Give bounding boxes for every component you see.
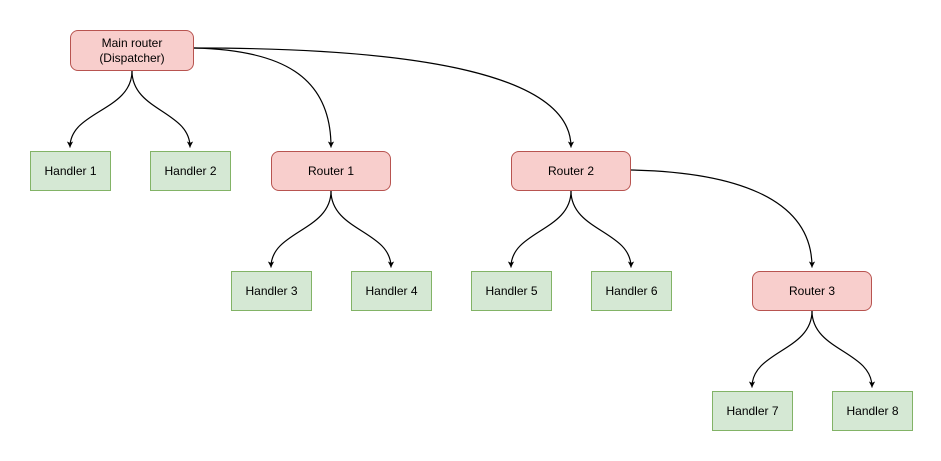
- node-label-router-2: Router 2: [547, 163, 595, 178]
- node-handler-3[interactable]: Handler 3: [231, 271, 312, 311]
- node-handler-2[interactable]: Handler 2: [150, 151, 231, 191]
- edge-router-3-to-handler-8: [811, 310, 876, 388]
- node-handler-6[interactable]: Handler 6: [591, 271, 672, 311]
- edges-group: [66, 47, 876, 388]
- node-label-handler-1: Handler 1: [44, 163, 97, 178]
- node-label-router-1: Router 1: [307, 163, 355, 178]
- edge-main-to-router-2: [193, 47, 575, 148]
- edge-router-2-to-handler-6: [570, 190, 635, 268]
- edge-router-1-to-handler-4: [330, 190, 395, 268]
- node-router-3[interactable]: Router 3: [752, 271, 872, 311]
- node-label-router-3: Router 3: [788, 283, 836, 298]
- edge-main-to-handler-1: [66, 70, 133, 148]
- node-label-handler-5: Handler 5: [485, 283, 538, 298]
- edge-router-3-to-handler-7: [748, 310, 813, 388]
- node-label-handler-7: Handler 7: [726, 403, 779, 418]
- node-handler-1[interactable]: Handler 1: [30, 151, 111, 191]
- edge-router-2-to-router-3: [630, 169, 816, 268]
- node-label-handler-6: Handler 6: [605, 283, 658, 298]
- node-label-handler-2: Handler 2: [164, 163, 217, 178]
- node-label-main-router: Main router (Dispatcher): [99, 35, 165, 65]
- node-router-2[interactable]: Router 2: [511, 151, 631, 191]
- node-router-1[interactable]: Router 1: [271, 151, 391, 191]
- edge-router-1-to-handler-3: [267, 190, 332, 268]
- node-main-router[interactable]: Main router (Dispatcher): [70, 30, 194, 71]
- node-label-handler-8: Handler 8: [846, 403, 899, 418]
- node-label-handler-3: Handler 3: [245, 283, 298, 298]
- edge-main-to-router-1: [193, 47, 335, 148]
- node-label-handler-4: Handler 4: [365, 283, 418, 298]
- edge-main-to-handler-2: [131, 70, 194, 148]
- node-handler-7[interactable]: Handler 7: [712, 391, 793, 431]
- node-handler-4[interactable]: Handler 4: [351, 271, 432, 311]
- node-handler-5[interactable]: Handler 5: [471, 271, 552, 311]
- node-handler-8[interactable]: Handler 8: [832, 391, 913, 431]
- edge-router-2-to-handler-5: [507, 190, 572, 268]
